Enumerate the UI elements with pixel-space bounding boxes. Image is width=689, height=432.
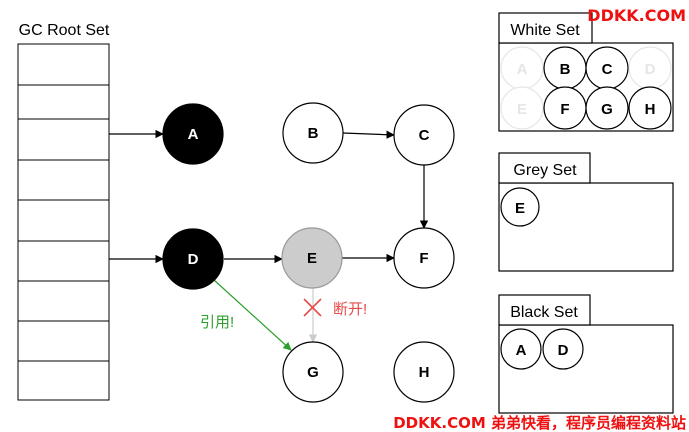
black-set-tab (498, 294, 591, 326)
white-set: White Set A B C D E F G (498, 12, 674, 132)
node-b: B (282, 102, 344, 164)
edge-b-to-c (342, 130, 395, 139)
node-h-label: H (419, 364, 430, 381)
white-item-g-label: G (601, 101, 613, 118)
white-item-e: E (500, 86, 544, 130)
node-c-label: C (419, 127, 430, 144)
node-g-label: G (307, 364, 319, 381)
white-item-f: F (543, 86, 587, 130)
white-item-c: C (585, 46, 629, 90)
edge-d-to-g-reference (213, 279, 292, 351)
white-set-tab (498, 12, 593, 44)
black-item-a-label: A (516, 342, 527, 359)
reference-label: 引用! (200, 314, 234, 331)
white-item-b: B (543, 46, 587, 90)
grey-set-title: Grey Set (513, 162, 577, 179)
white-item-f-label: F (560, 101, 569, 118)
break-x-icon (303, 298, 322, 317)
grey-set-tab (498, 152, 591, 184)
white-item-a-label: A (517, 61, 528, 78)
grey-set: Grey Set E (498, 152, 674, 272)
black-set: Black Set A D (498, 294, 674, 414)
node-e-label: E (307, 250, 317, 267)
node-a-label: A (188, 126, 199, 143)
white-item-h: H (628, 86, 672, 130)
node-c: C (393, 104, 455, 166)
black-item-d-label: D (558, 342, 569, 359)
white-item-g: G (585, 86, 629, 130)
black-item-a: A (500, 328, 542, 370)
node-d-label: D (188, 251, 199, 268)
node-d: D (162, 228, 224, 290)
white-set-title: White Set (510, 22, 580, 39)
gc-root-set (17, 43, 110, 401)
white-item-b-label: B (560, 61, 571, 78)
white-item-d: D (628, 46, 672, 90)
grey-item-e-label: E (515, 200, 525, 217)
grey-item-e: E (500, 187, 540, 227)
white-item-c-label: C (602, 61, 613, 78)
black-item-d: D (542, 328, 584, 370)
watermark-top: DDKK.COM (587, 6, 686, 25)
node-h: H (393, 341, 455, 403)
white-item-h-label: H (645, 101, 656, 118)
white-item-e-label: E (517, 101, 527, 118)
white-item-a: A (500, 46, 544, 90)
gc-root-set-title: GC Root Set (19, 22, 110, 39)
break-label: 断开! (333, 301, 367, 318)
black-set-title: Black Set (510, 304, 578, 321)
white-item-d-label: D (645, 61, 656, 78)
node-f: F (393, 227, 455, 289)
node-g: G (282, 341, 344, 403)
node-f-label: F (419, 250, 428, 267)
node-e: E (281, 227, 343, 289)
node-a: A (162, 103, 224, 165)
node-b-label: B (308, 125, 319, 142)
watermark-bottom: DDKK.COM 弟弟快看，程序员编程资料站 (393, 414, 686, 432)
